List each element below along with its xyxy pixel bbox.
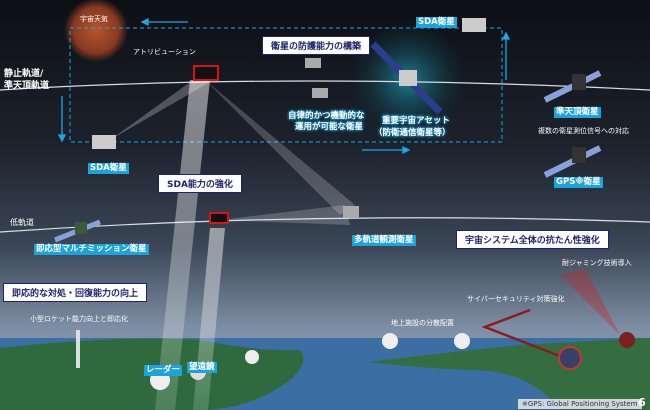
- geo-orbit-label-1: 静止軌道/: [4, 69, 44, 79]
- telescope-label: 望遠鏡: [187, 362, 217, 373]
- qzs-satellite: [543, 70, 602, 103]
- heading-response: 即応的な対処・回復能力の向上: [3, 283, 148, 302]
- attribution-label: アトリビューション: [133, 48, 196, 56]
- autonomous-satellites: [305, 58, 328, 98]
- rocket: [76, 330, 80, 368]
- geo-orbit-line: [0, 80, 650, 91]
- ground-dispersal-label: 地上施設の分散配置: [391, 319, 454, 327]
- autonomous-satellite-label-1: 自律的かつ機動的な: [288, 111, 365, 121]
- multi-orbit-satellite: [343, 206, 359, 218]
- anti-jamming-label: 耐ジャミング技術導入: [562, 259, 632, 267]
- geo-orbit-label-2: 準天頂軌道: [4, 81, 50, 91]
- radar-label: レーダー: [144, 365, 183, 376]
- gps-satellite-label: GPS※衛星: [554, 177, 603, 188]
- heading-resilience: 宇宙システム全体の抗たん性強化: [456, 230, 609, 249]
- ground-antenna-3: [454, 333, 470, 349]
- cyber-threat-icon: [558, 346, 582, 370]
- multi-orbit-satellite-label: 多軌道観測衛星: [352, 235, 416, 246]
- jamming-antenna: [619, 332, 635, 348]
- key-asset-satellite: [370, 41, 443, 115]
- cyber-label: サイバーセキュリティ対策強化: [467, 295, 565, 303]
- sda-satellite-top-label: SDA衛星: [416, 17, 457, 28]
- space-weather-sun: [64, 0, 128, 62]
- multi-signal-label: 複数の衛星測位信号への対応: [538, 127, 629, 135]
- heading-protection: 衛星の防護能力の構築: [262, 36, 371, 55]
- multi-mission-satellite-label: 即応型マルチミッション衛星: [34, 244, 149, 255]
- multi-mission-satellite: [54, 219, 101, 243]
- key-asset-label-2: （防衛通信衛星等）: [374, 128, 451, 138]
- gps-satellite: [543, 145, 602, 178]
- leo-label: 低軌道: [10, 218, 34, 227]
- jamming-beam: [560, 268, 620, 335]
- hostile-satellite-leo: [209, 212, 229, 224]
- key-asset-label-1: 重要宇宙アセット: [382, 116, 450, 126]
- hostile-satellite-geo: [193, 65, 219, 81]
- cyber-attack-path: [481, 308, 571, 362]
- gps-footnote: ※GPS: Global Positioning System: [518, 399, 642, 409]
- space-weather-label: 宇宙天気: [80, 15, 108, 23]
- sda-satellite-left: [92, 135, 116, 149]
- ground-antenna-1: [245, 350, 259, 364]
- page-number: 6: [638, 396, 646, 409]
- ground-antenna-2: [382, 333, 398, 349]
- small-rocket-label: 小型ロケット能力向上と即応化: [30, 315, 128, 323]
- qzs-satellite-label: 準天頂衛星: [554, 107, 601, 118]
- autonomous-satellite-label-2: 運用が可能な衛星: [295, 122, 364, 132]
- sda-satellite-left-label: SDA衛星: [88, 163, 129, 174]
- heading-sda: SDA能力の強化: [158, 174, 242, 193]
- sda-satellite-top: [462, 18, 486, 32]
